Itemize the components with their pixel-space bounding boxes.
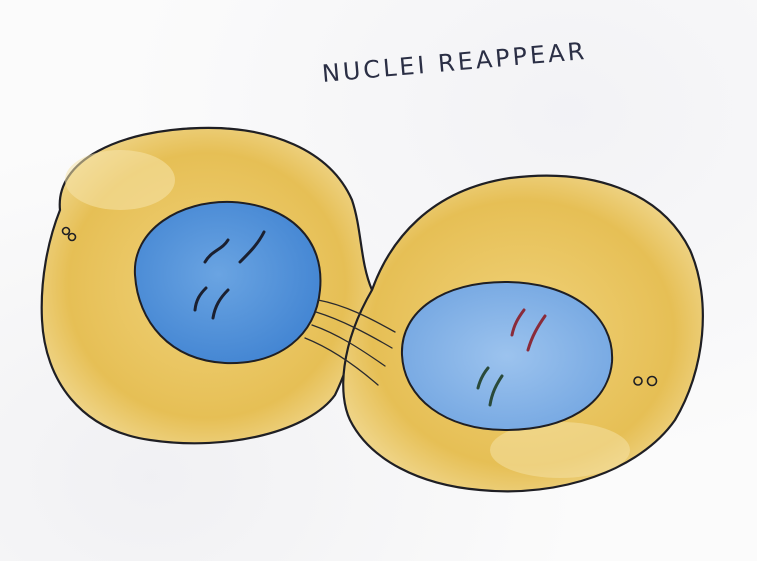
nucleus-right: [402, 282, 612, 430]
nucleus-left: [135, 202, 321, 363]
cytoplasm-highlight-left: [65, 150, 175, 210]
